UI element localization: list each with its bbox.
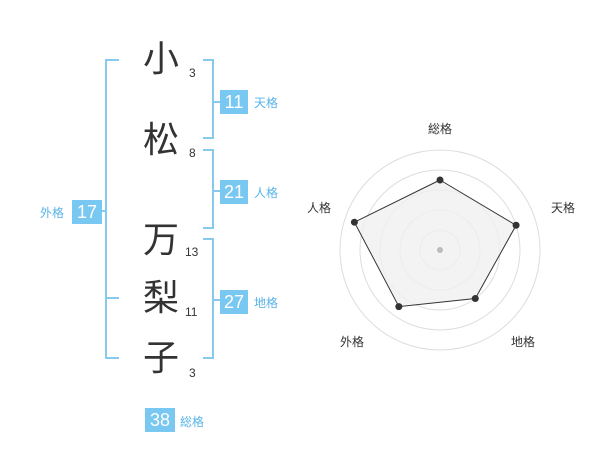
name-char-4: 梨: [143, 278, 180, 319]
chikaku-badge: 27: [220, 290, 248, 314]
name-char-3: 万: [143, 220, 180, 261]
radar-label-tenkaku: 天格: [551, 201, 576, 215]
radar-label-soukaku: 総格: [428, 122, 453, 136]
jinkaku-bracket-top: [203, 149, 213, 151]
tenkaku-bracket-bottom: [203, 137, 213, 139]
radar-ring: [339, 149, 541, 351]
radar-point-4: [395, 303, 403, 311]
radar-point-5: [350, 218, 358, 226]
jinkaku-bracket-bottom: [203, 227, 213, 229]
chikaku-bracket-vert: [212, 238, 214, 359]
name-char-5: 子: [143, 338, 180, 379]
radar-label-jinkaku: 人格: [307, 201, 332, 215]
tenkaku-label: 天格: [254, 96, 279, 110]
jinkaku-label: 人格: [254, 186, 279, 200]
jinkaku-bracket-vert: [212, 149, 214, 229]
gaikaku-label: 外格: [40, 206, 65, 220]
tenkaku-bracket-mid: [212, 101, 222, 103]
gaikaku-badge: 17: [72, 200, 102, 224]
chikaku-bracket-mid: [212, 299, 222, 301]
chikaku-bracket-bottom: [203, 357, 213, 359]
gaikaku-bracket-vert: [105, 59, 107, 359]
radar-score-polygon: [353, 179, 517, 308]
chikaku-label: 地格: [254, 296, 279, 310]
tenkaku-badge: 11: [220, 90, 248, 114]
tenkaku-bracket-top: [203, 59, 213, 61]
jinkaku-badge: 21: [220, 180, 248, 204]
radar-point-1: [436, 176, 444, 184]
gaikaku-bracket-bottom: [105, 357, 119, 359]
gaikaku-bracket-top: [105, 59, 119, 61]
radar-label-gaikaku: 外格: [340, 335, 365, 349]
radar-label-chikaku: 地格: [511, 335, 536, 349]
radar-point-2: [512, 221, 520, 229]
name-char-1: 小: [143, 39, 180, 80]
stroke-count-3: 13: [185, 245, 199, 259]
fortune-radar-chart: 総格 天格 地格 外格 人格: [300, 110, 580, 390]
radar-svg: [339, 149, 541, 351]
radar-ring: [359, 169, 521, 331]
chikaku-bracket-top: [203, 238, 213, 240]
stroke-count-4: 11: [185, 305, 198, 319]
name-char-2: 松: [143, 120, 180, 161]
radar-center-dot: [437, 247, 443, 253]
stroke-count-1: 3: [189, 66, 196, 80]
gaikaku-bracket-mid: [105, 297, 119, 299]
stroke-count-5: 3: [189, 366, 196, 380]
soukaku-label: 総格: [180, 415, 205, 429]
stroke-count-2: 8: [189, 146, 196, 160]
jinkaku-bracket-mid: [212, 190, 222, 192]
soukaku-badge: 38: [145, 408, 175, 432]
radar-point-3: [471, 295, 479, 303]
gaikaku-bracket-connector: [99, 210, 107, 212]
tenkaku-bracket-vert: [212, 59, 214, 139]
